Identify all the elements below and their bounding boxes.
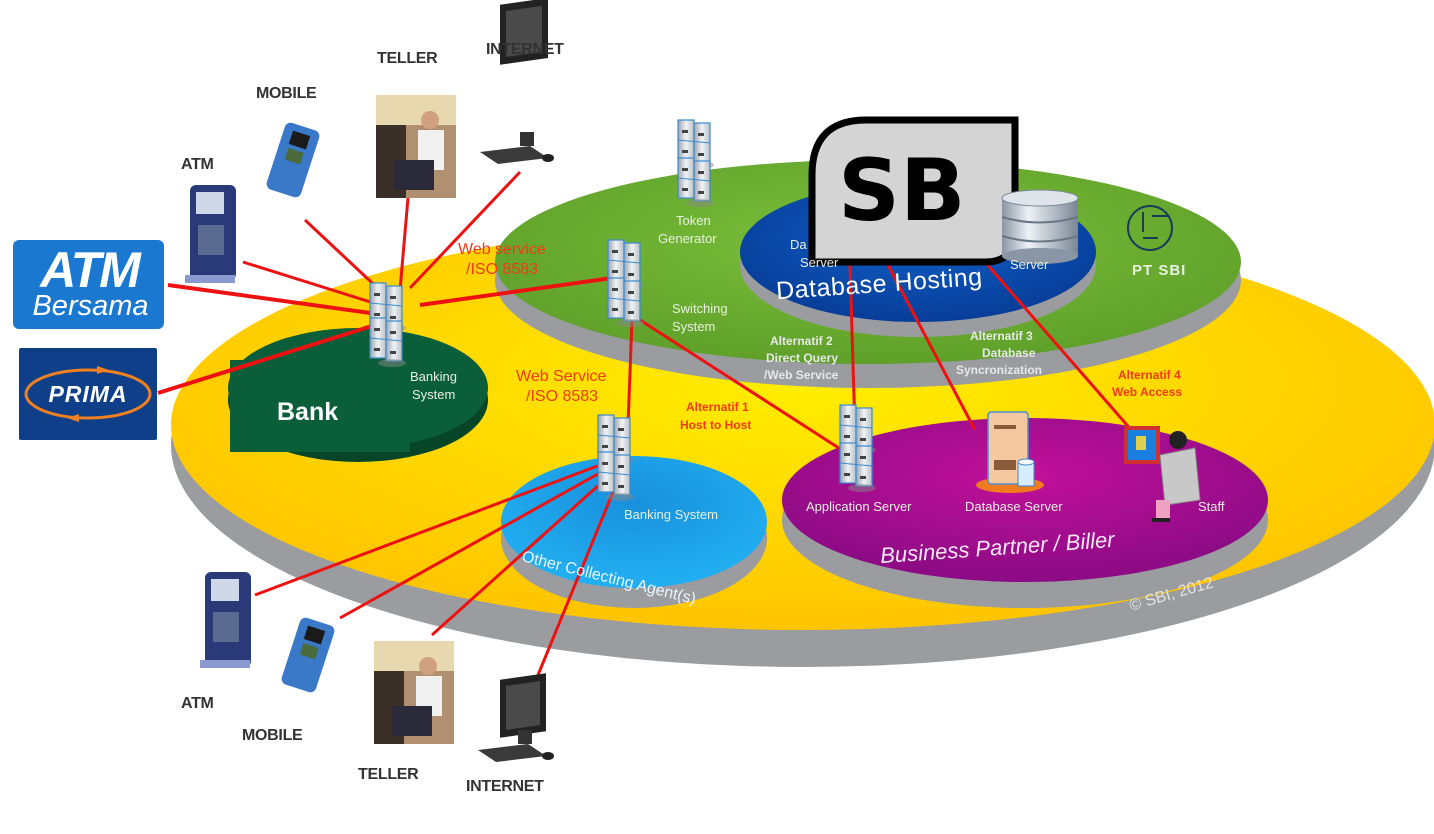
atm-bersama-logo: ATM Bersama (13, 240, 164, 329)
channel-teller-top-photo (376, 95, 456, 198)
line-db-appserver (848, 264, 857, 431)
database-server-icon (976, 411, 1044, 493)
line-prima-bank (157, 323, 376, 395)
web-service-top-label-1: Web service (458, 241, 546, 258)
channel-internet-bottom-icon (478, 673, 554, 762)
line-agents-mobile (339, 468, 606, 620)
line-agents-atm (254, 463, 601, 597)
label-atm-bottom: ATM (181, 695, 214, 712)
line-agents-teller (430, 473, 612, 637)
channel-atm-top-icon (185, 185, 236, 283)
alt3-label-2: Database (982, 346, 1036, 360)
prima-label: PRIMA (48, 381, 128, 407)
channel-mobile-bottom-icon (281, 617, 335, 693)
line-bank-switching (419, 276, 613, 307)
agents-platform (501, 456, 767, 588)
line-switching-agents (626, 319, 634, 426)
line-internet-bank (408, 170, 522, 290)
token-generator-label-1: Token (676, 213, 711, 228)
switching-system-label-2: System (672, 319, 716, 334)
bank-label-box (230, 360, 410, 452)
web-service-top-label-2: /ISO 8583 (466, 261, 539, 278)
staff-workstation-icon (1124, 426, 1201, 522)
line-switching-appserver (639, 318, 846, 454)
channel-atm-bottom-icon (200, 572, 251, 668)
label-teller-bottom: TELLER (358, 766, 419, 783)
channel-internet-top-icon (480, 0, 554, 164)
line-atm-bank (242, 260, 381, 307)
db-server-left-label-1: Da (790, 237, 807, 252)
sb-logo-text: SB (838, 141, 966, 241)
alt2-label-3: /Web Service (764, 368, 839, 382)
bank-zone-label: Bank (277, 398, 339, 426)
line-agents-internet (536, 479, 620, 676)
alt3-label-1: Alternatif 3 (970, 329, 1033, 343)
database-server-label: Database Server (965, 499, 1063, 514)
bank-server-label-2: System (412, 387, 456, 402)
prima-logo: PRIMA (19, 348, 157, 440)
label-internet-bottom: INTERNET (466, 778, 544, 795)
line-teller-bank (398, 197, 410, 291)
label-mobile-top: MOBILE (256, 85, 317, 102)
connection-lines (157, 170, 1142, 676)
line-db-dbserver (886, 264, 977, 431)
alt1-label-2: Host to Host (680, 418, 752, 432)
token-generator-label-2: Generator (658, 231, 717, 246)
agents-banking-system-label: Banking System (624, 507, 718, 522)
alt4-label-2: Web Access (1112, 385, 1183, 399)
db-server-left-label-2: Server (800, 255, 839, 270)
switching-system-label-1: Switching (672, 301, 728, 316)
bank-server-label-1: Banking (410, 369, 457, 384)
alt3-label-3: Syncronization (956, 363, 1043, 377)
channel-mobile-top-icon (266, 122, 320, 198)
alt2-label-1: Alternatif 2 (770, 334, 833, 348)
database-cylinder-icon (1001, 189, 1079, 264)
alt1-label-1: Alternatif 1 (686, 400, 749, 414)
application-server-label: Application Server (806, 499, 912, 514)
alt2-label-2: Direct Query (766, 351, 839, 365)
pt-sbi-label: PT SBI (1132, 262, 1187, 279)
label-mobile-bottom: MOBILE (242, 727, 303, 744)
channel-teller-bottom-photo (374, 641, 454, 744)
line-db-staff (983, 261, 1142, 441)
label-internet-top: INTERNET (486, 41, 564, 58)
alt4-label-1: Alternatif 4 (1118, 368, 1181, 382)
db-server-right-label: Server (1010, 257, 1049, 272)
staff-label: Staff (1198, 499, 1225, 514)
prima-arrows-icon (24, 366, 152, 422)
line-atm-bersama-bank (167, 283, 386, 317)
web-service-mid-label-2: /ISO 8583 (526, 388, 599, 405)
web-service-mid-label-1: Web Service (516, 368, 607, 385)
atm-bersama-line1: ATM (40, 242, 141, 298)
label-teller-top: TELLER (377, 50, 438, 67)
pt-sbi-logo-icon (1127, 205, 1173, 251)
label-atm-top: ATM (181, 156, 214, 173)
atm-bersama-line2: Bersama (32, 290, 149, 322)
